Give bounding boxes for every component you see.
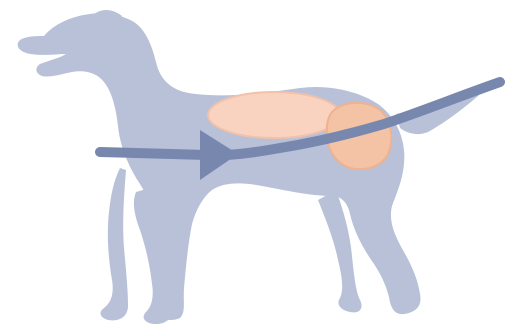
dog-front-leg-far-icon (101, 168, 128, 320)
stomach-organ (208, 92, 340, 138)
